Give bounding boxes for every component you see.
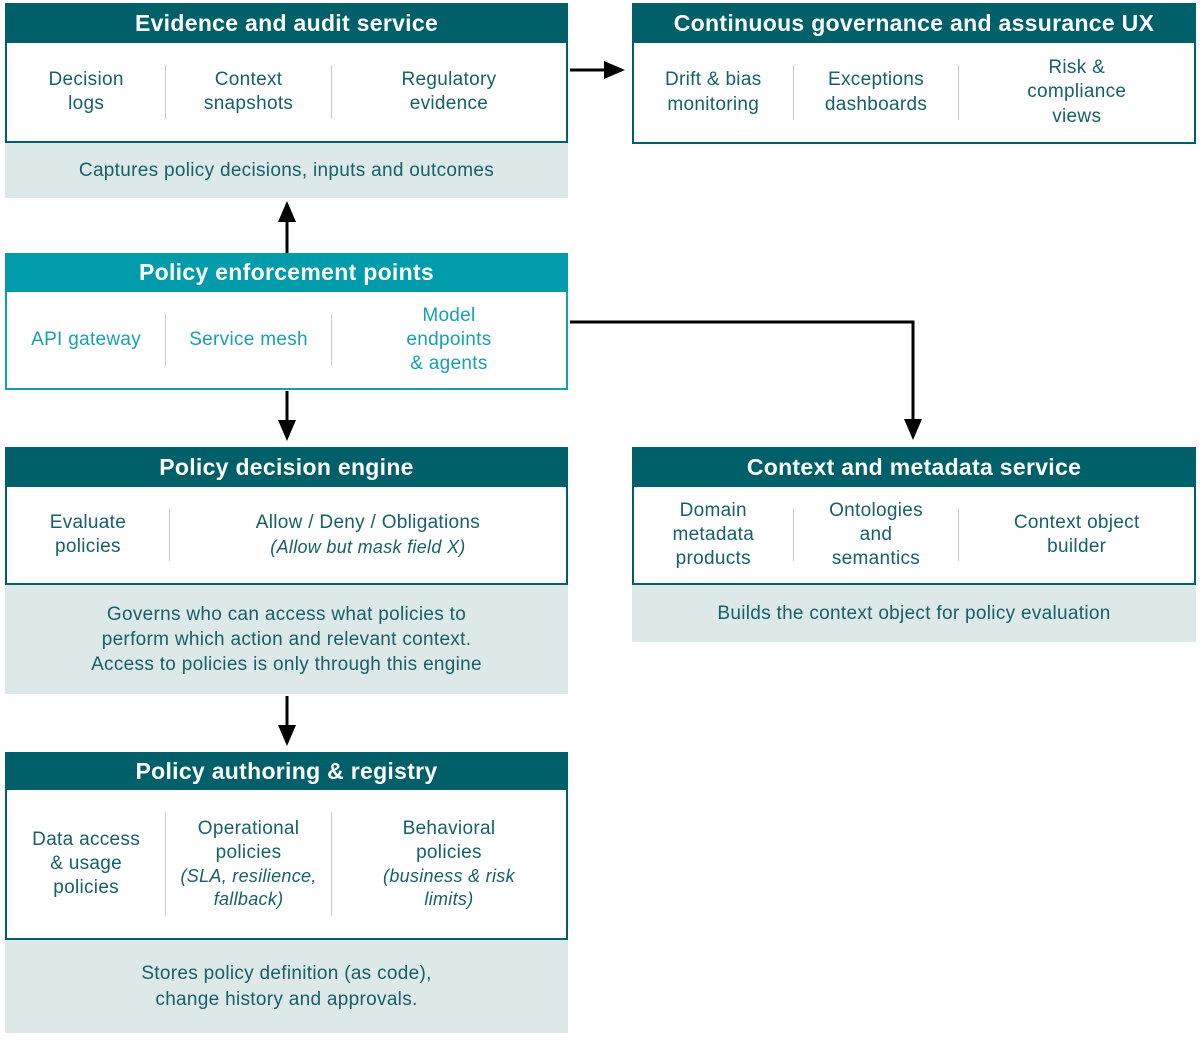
item-ontologies-semantics: Ontologies and semantics <box>829 499 923 570</box>
vertical-divider <box>165 65 167 119</box>
item-operational-policies: Operational policies (SLA, resilience, f… <box>166 790 331 938</box>
context-metadata-service-header: Context and metadata service <box>632 447 1196 487</box>
context-metadata-service-body: Domain metadata products Ontologies and … <box>632 487 1196 585</box>
evidence-audit-service-box: Evidence and audit service Decision logs… <box>5 3 568 198</box>
policy-authoring-registry-header: Policy authoring & registry <box>5 752 568 790</box>
vertical-divider <box>792 65 794 120</box>
vertical-divider <box>330 314 332 366</box>
policy-enforcement-points-title: Policy enforcement points <box>138 259 435 285</box>
evidence-audit-service-title: Evidence and audit service <box>134 9 439 36</box>
item-risk-compliance-views: Risk & compliance views <box>1027 57 1127 127</box>
vertical-divider <box>958 509 960 561</box>
item-context-object-builder: Context object builder <box>1013 511 1140 557</box>
allow-mask-field-note: (Allow but mask field X) <box>270 536 466 557</box>
evidence-audit-service-footer: Captures policy decisions, inputs and ou… <box>5 143 568 198</box>
context-metadata-service-title: Context and metadata service <box>746 453 1082 480</box>
policy-decision-engine-body: Evaluate policies Allow / Deny / Obligat… <box>5 487 568 585</box>
vertical-divider <box>330 812 332 916</box>
item-regulatory-evidence: Regulatory evidence <box>401 68 497 114</box>
item-exceptions-dashboards: Exceptions dashboards <box>824 69 928 115</box>
policy-decision-engine-header: Policy decision engine <box>5 447 568 487</box>
continuous-governance-ux-body: Drift & bias monitoring Exceptions dashb… <box>632 43 1196 144</box>
policy-decision-engine-box: Policy decision engine Evaluate policies… <box>5 447 568 694</box>
item-decision-logs: Decision logs <box>48 68 124 114</box>
item-service-mesh: Service mesh <box>189 328 308 350</box>
continuous-governance-ux-box: Continuous governance and assurance UX D… <box>632 3 1196 144</box>
item-domain-metadata-products: Domain metadata products <box>672 499 755 570</box>
item-evaluate-policies: Evaluate policies <box>49 511 127 557</box>
allow-deny-obligations-label: Allow / Deny / Obligations <box>255 512 481 534</box>
vertical-divider <box>165 812 167 916</box>
evidence-audit-service-header: Evidence and audit service <box>5 3 568 43</box>
context-metadata-service-box: Context and metadata service Domain meta… <box>632 447 1196 642</box>
item-api-gateway: API gateway <box>31 328 142 350</box>
context-metadata-service-footer: Builds the context object for policy eva… <box>632 585 1196 642</box>
continuous-governance-ux-header: Continuous governance and assurance UX <box>632 3 1196 43</box>
operational-policies-note: (SLA, resilience, fallback) <box>180 866 317 910</box>
policy-authoring-registry-box: Policy authoring & registry Data access … <box>5 752 568 1033</box>
policy-enforcement-points-body: API gateway Service mesh Model endpoints… <box>5 292 568 390</box>
policy-authoring-registry-title: Policy authoring & registry <box>135 757 438 784</box>
policy-decision-engine-footer: Governs who can access what policies to … <box>5 585 568 694</box>
vertical-divider <box>168 509 170 561</box>
vertical-divider <box>330 65 332 119</box>
behavioral-policies-label: Behavioral policies <box>402 817 496 863</box>
policy-authoring-registry-body: Data access & usage policies Operational… <box>5 790 568 940</box>
policy-enforcement-points-header: Policy enforcement points <box>5 253 568 292</box>
policy-decision-engine-title: Policy decision engine <box>159 453 414 480</box>
item-behavioral-policies: Behavioral policies (business & risk lim… <box>332 790 566 938</box>
item-model-endpoints-agents: Model endpoints & agents <box>406 304 492 375</box>
item-data-access-usage-policies: Data access & usage policies <box>32 828 141 899</box>
policy-authoring-registry-footer: Stores policy definition (as code), chan… <box>5 940 568 1033</box>
operational-policies-label: Operational policies <box>197 817 300 863</box>
vertical-divider <box>958 65 960 120</box>
policy-enforcement-points-box: Policy enforcement points API gateway Se… <box>5 253 568 390</box>
item-drift-bias-monitoring: Drift & bias monitoring <box>664 69 762 115</box>
item-context-snapshots: Context snapshots <box>203 68 294 114</box>
arrow-enforcement-to-context-service <box>570 320 922 440</box>
evidence-audit-service-body: Decision logs Context snapshots Regulato… <box>5 43 568 143</box>
continuous-governance-ux-title: Continuous governance and assurance UX <box>673 9 1155 36</box>
vertical-divider <box>165 314 167 366</box>
vertical-divider <box>792 509 794 561</box>
item-allow-deny-obligations: Allow / Deny / Obligations (Allow but ma… <box>170 487 566 583</box>
behavioral-policies-note: (business & risk limits) <box>383 866 515 910</box>
